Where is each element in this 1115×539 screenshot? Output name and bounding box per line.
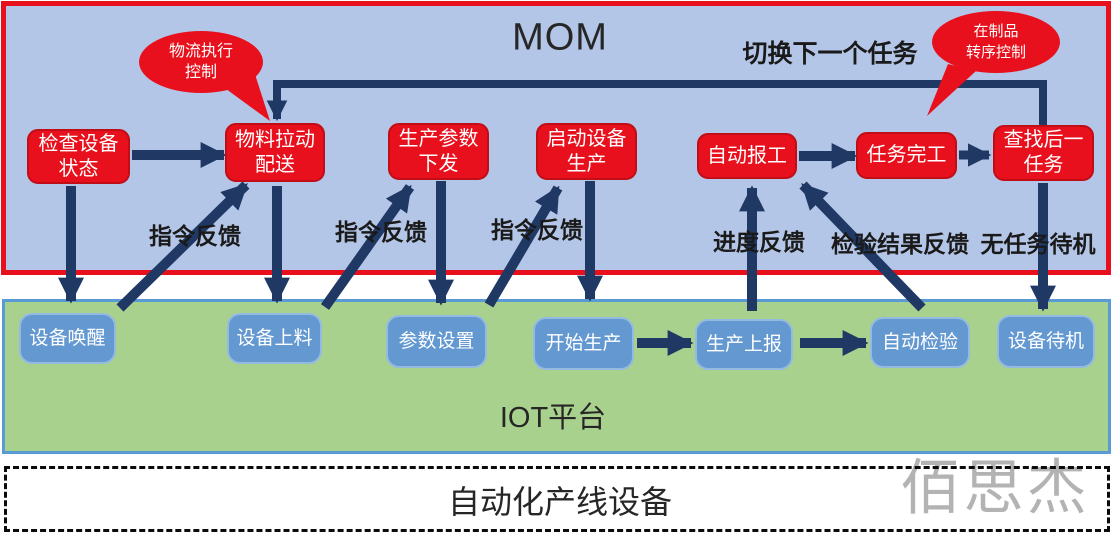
box-label-line: 自动检验 xyxy=(881,331,958,353)
automation-line-region xyxy=(4,466,1110,532)
box-label-line: 设备上料 xyxy=(236,327,313,349)
flow-label-inspection-result-feedback: 检验结果反馈 xyxy=(831,231,969,257)
box-label-line: 物料拉动 xyxy=(235,128,315,151)
box-label-line: 参数设置 xyxy=(398,330,475,352)
callout-text-line: 转序控制 xyxy=(965,44,1026,61)
iot-box-param-setting: 参数设置 xyxy=(386,315,487,368)
callout-tail xyxy=(927,64,976,116)
flow-label-command-feedback-1: 指令反馈 xyxy=(149,223,241,249)
mom-title: MOM xyxy=(512,16,608,59)
box-label-line: 任务 xyxy=(1023,154,1064,176)
iot-box-production-report: 生产上报 xyxy=(695,319,793,370)
iot-box-device-wakeup: 设备唤醒 xyxy=(19,313,116,364)
box-label-line: 生产上报 xyxy=(705,333,782,355)
iot-title: IOT平台 xyxy=(499,402,607,434)
box-label-line: 状态 xyxy=(58,157,99,180)
mom-box-check-device-status: 检查设备状态 xyxy=(27,129,130,184)
box-label-line: 配送 xyxy=(255,153,295,176)
box-label-line: 检查设备 xyxy=(38,132,119,155)
iot-box-device-standby: 设备待机 xyxy=(997,315,1095,368)
box-label-line: 任务完工 xyxy=(866,144,947,166)
arrow-device-wakeup-to-material-pull-delivery xyxy=(116,181,250,312)
mom-box-start-device-production: 启动设备生产 xyxy=(536,123,637,180)
callout-wip-transfer-control xyxy=(927,11,1060,116)
box-label-line: 查找后一 xyxy=(1003,129,1084,151)
arrow-device-loading-to-production-param-issue xyxy=(320,184,415,310)
iot-box-auto-inspection: 自动检验 xyxy=(870,317,970,368)
box-label-line: 启动设备 xyxy=(546,127,627,150)
flow-label-switch-next-task: 切换下一个任务 xyxy=(742,40,918,68)
flow-label-progress-feedback: 进度反馈 xyxy=(713,229,805,255)
box-label-line: 自动报工 xyxy=(707,144,787,167)
callout-logistics-execution-control xyxy=(139,31,270,121)
flow-label-no-task-standby: 无任务待机 xyxy=(980,231,1096,257)
iot-box-device-loading: 设备上料 xyxy=(227,313,322,364)
box-label-line: 生产参数 xyxy=(398,127,479,150)
watermark-text: 佰思杰 xyxy=(900,454,1090,522)
box-label-line: 开始生产 xyxy=(545,332,622,354)
callout-text-line: 物流执行 xyxy=(168,43,233,60)
automation-line-title: 自动化产线设备 xyxy=(447,484,673,520)
flow-label-command-feedback-3: 指令反馈 xyxy=(491,217,583,243)
callout-text-logistics-execution-control: 物流执行控制 xyxy=(139,31,263,93)
mom-box-material-pull-delivery: 物料拉动配送 xyxy=(225,123,325,182)
callout-bubble xyxy=(139,31,263,93)
mom-box-auto-work-report: 自动报工 xyxy=(697,133,797,179)
box-label-line: 生产 xyxy=(566,152,607,175)
mom-box-production-param-issue: 生产参数下发 xyxy=(388,123,489,180)
callout-text-line: 在制品 xyxy=(973,23,1019,40)
iot-box-start-production: 开始生产 xyxy=(533,317,634,370)
mom-box-find-next-task: 查找后一任务 xyxy=(993,125,1094,181)
callout-bubble xyxy=(932,11,1060,73)
box-label-line: 设备待机 xyxy=(1007,330,1084,352)
callout-text-wip-transfer-control: 在制品转序控制 xyxy=(932,11,1060,73)
arrow-param-setting-to-start-device-production xyxy=(484,185,563,308)
box-label-line: 设备唤醒 xyxy=(29,327,106,349)
box-label-line: 下发 xyxy=(418,152,459,175)
arrow-find-next-task-to-material-pull-delivery xyxy=(266,80,1047,126)
arrow-auto-inspection-to-auto-work-report xyxy=(799,181,926,312)
flow-label-command-feedback-2: 指令反馈 xyxy=(335,219,427,245)
callout-text-line: 控制 xyxy=(184,64,217,81)
mom-box-task-complete: 任务完工 xyxy=(856,132,957,179)
